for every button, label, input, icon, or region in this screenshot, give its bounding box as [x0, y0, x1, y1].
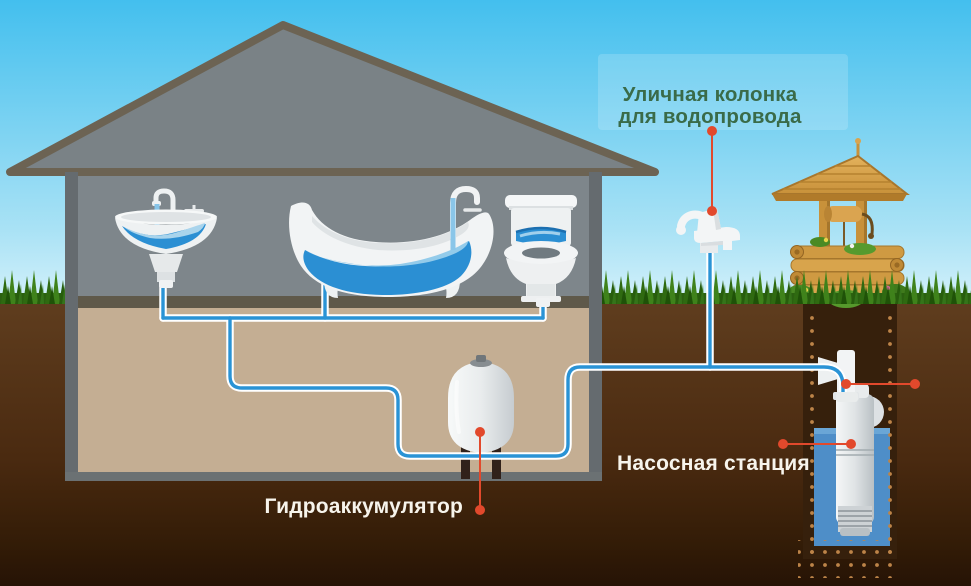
tank-cap	[470, 359, 492, 367]
sink-faucet	[153, 188, 176, 219]
wall-right-trim	[589, 172, 602, 481]
sink-pedestal	[149, 254, 183, 272]
label-hydroaccumulator: Гидроаккумулятор	[265, 495, 464, 518]
well-post-left	[819, 196, 830, 250]
toilet-tank-lid	[505, 195, 577, 208]
toilet-bowl	[506, 258, 576, 298]
label-backdrop-panel	[598, 54, 848, 130]
sink	[115, 188, 217, 288]
foundation-base	[65, 472, 602, 481]
shaft-dots-left	[801, 310, 814, 562]
floor	[78, 296, 589, 308]
pump-body	[836, 394, 874, 524]
tap-handle	[677, 210, 706, 230]
pump-pipe-collar	[836, 392, 858, 402]
label-street-column-line2: для водопровода	[618, 105, 802, 128]
flower	[849, 243, 855, 249]
toilet	[504, 195, 578, 307]
label-street-column-line1: Уличная колонка	[623, 83, 798, 106]
shaft-dots-right	[886, 310, 899, 562]
wall-left-trim	[65, 172, 78, 481]
pipe-network	[161, 248, 845, 458]
tank-leg	[461, 446, 470, 479]
well-roof-fascia	[772, 194, 907, 201]
bathtub	[289, 185, 494, 298]
bathtub-water-stream	[450, 198, 456, 250]
tank-body	[448, 362, 514, 453]
flower	[823, 237, 829, 243]
tank-leg	[492, 446, 501, 479]
hydroaccumulator-tank	[448, 355, 514, 479]
bathtub-faucet	[450, 185, 480, 241]
pump	[836, 384, 884, 536]
pipe-supply-main	[228, 316, 845, 458]
callout-lines	[479, 131, 915, 510]
well-windlass	[826, 206, 862, 222]
tap-body	[694, 227, 740, 250]
roof	[6, 21, 659, 176]
well-crank	[861, 212, 874, 235]
callout-dots	[475, 126, 920, 515]
shaft-dots-bottom	[798, 540, 900, 578]
well-post-right	[856, 196, 867, 250]
bathtub-water	[303, 241, 472, 295]
label-pump-station: Насосная станция	[617, 452, 810, 475]
